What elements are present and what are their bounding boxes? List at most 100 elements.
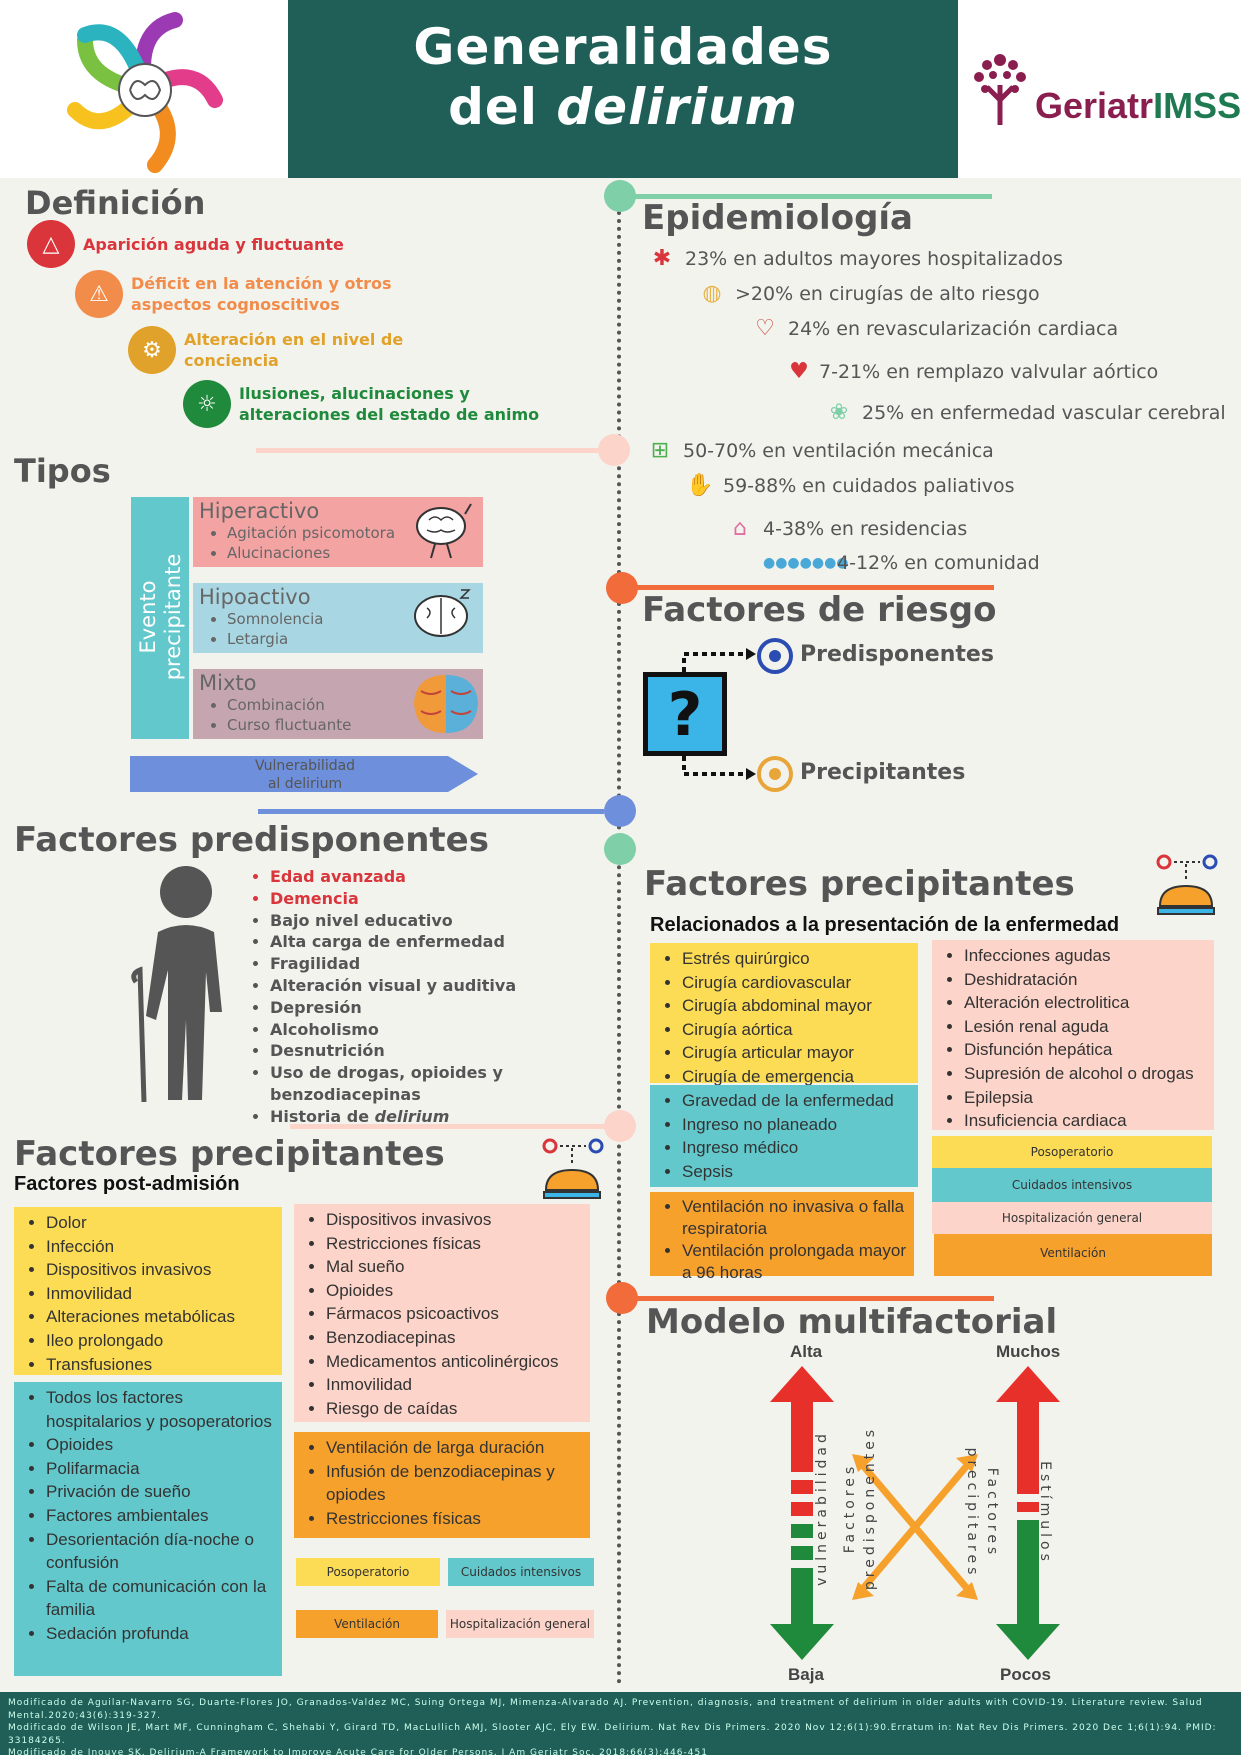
residence-icon: ⌂	[733, 516, 747, 541]
tipo-hipoactivo: Hipoactivo SomnolenciaLetargia	[193, 583, 483, 653]
precip-left-subheading: Factores post-admisión	[14, 1173, 240, 1195]
target-orange-icon	[757, 756, 793, 792]
epi-row: ✱23% en adultos mayores hospitalizados	[645, 244, 1063, 274]
factores-predisponentes-heading: Factores predisponentes	[14, 820, 489, 860]
precip-right-pink-box: Infecciones agudasDeshidrataciónAlteraci…	[932, 940, 1214, 1130]
brain-flower-logo-icon	[67, 12, 223, 173]
title-box: Generalidades del delirium	[288, 0, 958, 178]
precip-left-yellow-box: DolorInfecciónDispositivos invasivos Inm…	[14, 1207, 282, 1375]
epi-row: ◍>20% en cirugías de alto riesgo	[695, 279, 1039, 309]
brain-sleeping-icon	[414, 589, 471, 637]
timeline-connector	[632, 194, 992, 199]
legend-cuidados-intensivos: Cuidados intensivos	[448, 1558, 594, 1586]
title-line-2: del delirium	[448, 78, 798, 136]
epi-row: ♡24% en revascularización cardiaca	[748, 314, 1118, 344]
definicion-heading: Definición	[25, 184, 206, 222]
timeline-connector	[634, 1296, 994, 1301]
pocos-label: Pocos	[1000, 1665, 1052, 1684]
brain-hyperactive-icon	[416, 503, 472, 559]
factores-riesgo-heading: Factores de riesgo	[642, 590, 997, 630]
title-line-1: Generalidades	[413, 18, 833, 76]
precip-left-orange-box: Ventilación de larga duraciónInfusión de…	[294, 1432, 590, 1538]
timeline-dot	[604, 795, 636, 827]
muchos-label: Muchos	[996, 1342, 1061, 1361]
organs-icon: ◍	[702, 281, 722, 306]
right-label-factores: Factores	[984, 1467, 1000, 1559]
head-idea-icon: ☼	[183, 380, 231, 428]
risk-arrows-icon	[682, 648, 756, 780]
tipo-mixto: Mixto CombinaciónCurso fluctuante	[193, 669, 483, 739]
community-icon: ●●●●●●●	[763, 555, 849, 571]
legend-posoperatorio: Posoperatorio	[932, 1136, 1212, 1168]
left-label-predisponentes: predisponentes	[862, 1425, 878, 1591]
timeline-connector	[258, 809, 604, 814]
precip-right-teal-box: Gravedad de la enfermedadIngreso no plan…	[650, 1085, 918, 1187]
precip-left-teal-box: Todos los factores hospitalarios y posop…	[14, 1382, 282, 1676]
left-label-factores: Factores	[842, 1462, 858, 1554]
baja-label: Baja	[788, 1665, 824, 1684]
tipo-hiperactivo: Hiperactivo Agitación psicomotoraAlucina…	[193, 497, 483, 567]
virus-icon: ✱	[652, 246, 672, 271]
target-blue-icon	[757, 638, 793, 674]
alta-label: Alta	[790, 1342, 823, 1361]
timeline-dot	[604, 180, 636, 212]
predisponentes-label: Predisponentes	[800, 642, 994, 667]
multifactorial-diagram-icon	[770, 1366, 1060, 1660]
precipitantes-label: Precipitantes	[800, 760, 966, 785]
modelo-heading: Modelo multifactorial	[646, 1302, 1058, 1342]
precip-right-yellow-box: Estrés quirúrgicoCirugía cardiovascularC…	[650, 943, 918, 1086]
precip-right-heading: Factores precipitantes	[644, 864, 1075, 904]
precip-left-pink-box: Dispositivos invasivosRestricciones físi…	[294, 1204, 590, 1422]
timeline-dot	[606, 1282, 638, 1314]
heart-rate-icon: ♡	[755, 316, 775, 341]
timeline-connector	[634, 585, 994, 590]
tipos-heading: Tipos	[14, 452, 111, 490]
precip-left-heading: Factores precipitantes	[14, 1134, 445, 1174]
epi-row: ♥7-21% en remplazo valvular aórtico	[785, 357, 1158, 387]
tree-logo-icon	[974, 54, 1026, 125]
definicion-item: △ Aparición aguda y fluctuante	[27, 220, 383, 268]
brain-targets-icon	[542, 1138, 604, 1199]
timeline-dot	[598, 434, 630, 466]
timeline-dot	[604, 1110, 636, 1142]
legend-hospitalizacion: Hospitalización general	[446, 1610, 594, 1638]
vulnerability-arrow-icon	[130, 756, 478, 792]
warning-icon: ⚠	[75, 270, 123, 318]
triangle-nodes-icon: △	[27, 220, 75, 268]
precip-right-subheading: Relacionados a la presentación de la enf…	[650, 914, 1120, 936]
epi-row: ⊞50-70% en ventilación mecánica	[643, 436, 994, 466]
legend-hospitalizacion: Hospitalización general	[932, 1202, 1212, 1234]
brain-icon: ❀	[829, 400, 849, 425]
epi-row: ●●●●●●●4-12% en comunidad	[763, 548, 1040, 578]
question-box-icon: ?	[643, 672, 727, 756]
elderly-person-icon	[131, 866, 222, 1102]
definicion-item: ⚙ Alteración en el nivel de conciencia	[128, 326, 424, 374]
timeline-connector	[256, 448, 601, 453]
precip-right-orange-box: Ventilación no invasiva o falla respirat…	[650, 1192, 914, 1282]
factores-predisponentes-list: Edad avanzada Demencia Bajo nivel educat…	[270, 866, 570, 1128]
evento-precipitante-bar: Evento precipitante	[131, 497, 189, 739]
care-hands-icon: ✋	[686, 473, 714, 498]
epidemiologia-heading: Epidemiología	[642, 198, 914, 238]
definicion-item: ☼ Ilusiones, alucinaciones y alteracione…	[183, 380, 569, 428]
ventilator-icon: ⊞	[650, 438, 670, 463]
timeline-dot	[604, 833, 636, 865]
footer-references: Modificado de Aguilar-Navarro SG, Duarte…	[0, 1692, 1241, 1755]
heart-icon: ♥	[789, 359, 809, 384]
definicion-item: ⚠ Déficit en la atención y otros aspecto…	[75, 270, 401, 318]
brain-colorful-icon	[414, 675, 478, 733]
legend-ventilacion: Ventilación	[296, 1610, 438, 1638]
epi-row: ❀25% en enfermedad vascular cerebral	[822, 398, 1226, 428]
timeline-dot	[606, 572, 638, 604]
right-label-estimulos: Estímulos	[1037, 1461, 1053, 1565]
legend-ventilacion: Ventilación	[934, 1234, 1212, 1276]
geriatrimss-logo: GeriatrIMSS	[965, 45, 1241, 135]
timeline-dotted-line	[617, 195, 621, 1685]
timeline-connector	[290, 1124, 605, 1129]
head-gear-icon: ⚙	[128, 326, 176, 374]
epi-row: ⌂4-38% en residencias	[723, 514, 967, 544]
left-label-vulnerabilidad: vulnerabilidad	[814, 1430, 830, 1586]
legend-cuidados-intensivos: Cuidados intensivos	[932, 1168, 1212, 1202]
epi-row: ✋59-88% en cuidados paliativos	[683, 471, 1014, 501]
